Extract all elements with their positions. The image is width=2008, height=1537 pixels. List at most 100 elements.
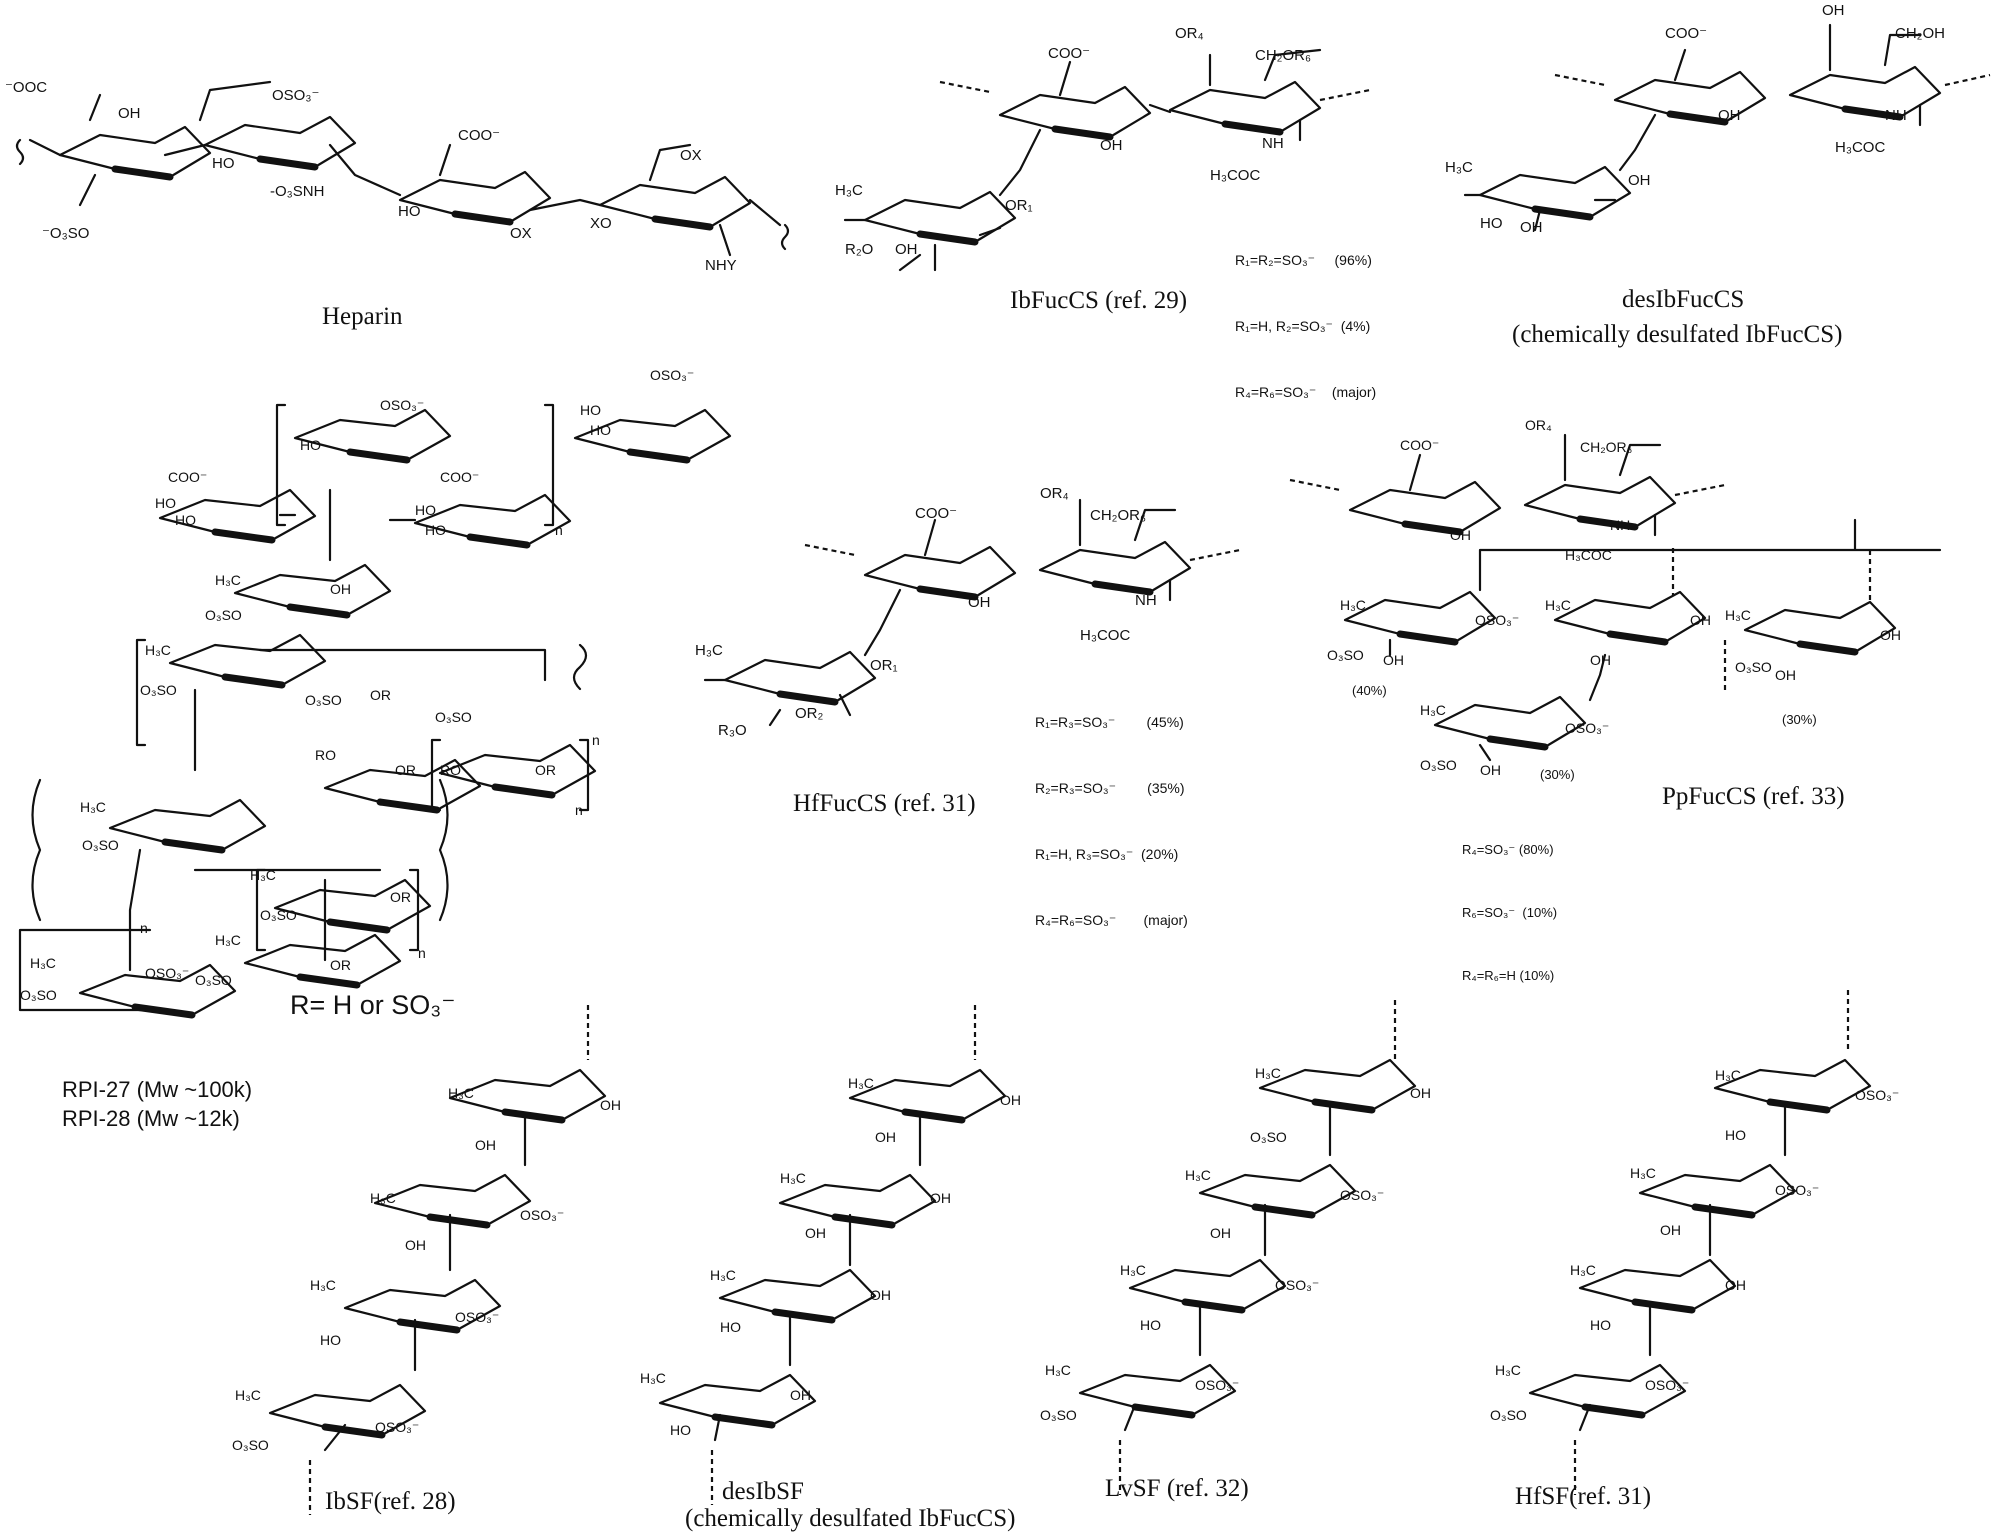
hffuccs-h3c: H₃C	[695, 642, 723, 659]
ppfuccs-oh-6: OH	[1775, 667, 1796, 683]
ibfuccs-nh: NH	[1262, 135, 1284, 152]
desibsf-oh-2: OH	[875, 1129, 896, 1145]
desibsf-h3c: H₃C	[848, 1075, 874, 1091]
ibfuccs-coo: COO⁻	[1048, 45, 1090, 62]
ppfuccs-oh: OH	[1450, 527, 1471, 543]
desibfuccs-ch2oh: CH₂OH	[1895, 25, 1945, 42]
desibsf-oh-4: OH	[805, 1225, 826, 1241]
heparin-ho: HO	[212, 155, 235, 172]
hffuccs-coo: COO⁻	[915, 505, 957, 522]
desibfuccs-oh-4: OH	[1520, 219, 1543, 236]
hfsf-oso3: OSO₃⁻	[1855, 1087, 1899, 1103]
desibfuccs-h3c: H₃C	[1445, 159, 1473, 176]
rpi-or-4: OR	[390, 889, 411, 905]
desibsf-oh-5: OH	[870, 1287, 891, 1303]
rpi-coo-2: COO⁻	[440, 469, 479, 485]
heparin-structure: ⁻OOC OH ⁻O₃SO OSO₃⁻ HO -O₃SNH COO⁻ HO OX…	[5, 79, 790, 274]
rpi-ho-6: HO	[580, 402, 601, 418]
heparin-ox-2: OX	[680, 147, 702, 164]
ppfuccs-h3coc: H₃COC	[1565, 547, 1612, 563]
rpi-o3so: O₃SO	[205, 607, 242, 623]
ppfuccs-branch-pct: (40%)	[1352, 683, 1387, 698]
rpi-or-3: OR	[535, 762, 556, 778]
rpi-oso3-2: OSO₃⁻	[650, 367, 694, 383]
ibsf-oso3-2: OSO₃⁻	[455, 1309, 499, 1325]
ibfuccs-substituents: R₁=R₂=SO₃⁻ (96%) R₁=H, R₂=SO₃⁻ (4%) R₄=R…	[1235, 205, 1376, 425]
rpi-h3c-2: H₃C	[145, 642, 171, 658]
hffuccs-or4: OR₄	[1040, 485, 1069, 502]
rpi-oh: OH	[330, 581, 351, 597]
hffuccs-oh: OH	[968, 594, 991, 611]
ppfuccs-o3so: O₃SO	[1327, 647, 1364, 663]
lvsf-h3c-3: H₃C	[1120, 1262, 1146, 1278]
ppfuccs-h3c-4: H₃C	[1420, 702, 1446, 718]
rpi-o3so-2: O₃SO	[140, 682, 177, 698]
ppfuccs-substituents: R₄=SO₃⁻ (80%) R₆=SO₃⁻ (10%) R₄=R₆=H (10%…	[1462, 797, 1557, 1007]
rpi-n-1: n	[555, 522, 563, 538]
desibsf-h3c-4: H₃C	[640, 1370, 666, 1386]
ibsf-oso3: OSO₃⁻	[520, 1207, 564, 1223]
hffuccs-nh: NH	[1135, 592, 1157, 609]
heparin-coo: COO⁻	[458, 127, 500, 144]
desibfuccs-ho: HO	[1480, 215, 1503, 232]
hfsf-ho-2: HO	[1590, 1317, 1611, 1333]
ppfuccs-o3so-3: O₃SO	[1420, 757, 1457, 773]
ibsf-ho: HO	[320, 1332, 341, 1348]
hffuccs-sub-row: R₁=H, R₃=SO₃⁻ (20%)	[1035, 846, 1179, 862]
ibfuccs-structure: COO⁻ OR₄ CH₂OR₆ OH NH H₃COC H₃C OR₁ R₂O …	[835, 25, 1371, 272]
desibsf-structure: H₃C OH OH H₃C OH OH H₃C OH HO H₃C OH HO	[640, 1005, 1021, 1505]
caption-rpi28: RPI-28 (Mw ~12k)	[62, 1106, 240, 1131]
rpi-structure: COO⁻ HO HO OSO₃⁻ HO COO⁻ HO HO OSO₃⁻ HO …	[18, 367, 730, 1015]
lvsf-oso3: OSO₃⁻	[1340, 1187, 1384, 1203]
rpi-or-2: OR	[395, 762, 416, 778]
rpi-n-4: n	[418, 945, 426, 961]
caption-hfsf: HfSF(ref. 31)	[1515, 1483, 1652, 1510]
heparin-ooc: ⁻OOC	[5, 79, 47, 96]
hfsf-h3c-2: H₃C	[1630, 1165, 1656, 1181]
ppfuccs-coo: COO⁻	[1400, 437, 1439, 453]
hffuccs-substituents: R₁=R₃=SO₃⁻ (45%) R₂=R₃=SO₃⁻ (35%) R₁=H, …	[1035, 667, 1188, 953]
ibsf-oh-2: OH	[475, 1137, 496, 1153]
desibfuccs-nh: NH	[1885, 107, 1907, 124]
ibsf-o3so: O₃SO	[232, 1437, 269, 1453]
hffuccs-ch2or6: CH₂OR₆	[1090, 507, 1146, 524]
desibsf-ho: HO	[720, 1319, 741, 1335]
rpi-h3c-4: H₃C	[250, 867, 276, 883]
ppfuccs-oso3-2: OSO₃⁻	[1565, 720, 1609, 736]
lvsf-ho: HO	[1140, 1317, 1161, 1333]
rpi-oso3: OSO₃⁻	[380, 397, 424, 413]
hffuccs-h3coc: H₃COC	[1080, 627, 1130, 644]
hfsf-h3c-4: H₃C	[1495, 1362, 1521, 1378]
ppfuccs-oso3: OSO₃⁻	[1475, 612, 1519, 628]
r-definition: R= H or SO₃⁻	[290, 990, 456, 1020]
rpi-ho-2: HO	[175, 512, 196, 528]
lvsf-o3so-2: O₃SO	[1040, 1407, 1077, 1423]
rpi-ho-4: HO	[415, 502, 436, 518]
ppfuccs-oh-4: OH	[1590, 652, 1611, 668]
hffuccs-r3o: R₃O	[718, 722, 747, 739]
ppfuccs-oh-5: OH	[1880, 627, 1901, 643]
heparin-xo: XO	[590, 215, 612, 232]
heparin-ho-2: HO	[398, 203, 421, 220]
desibsf-h3c-2: H₃C	[780, 1170, 806, 1186]
desibfuccs-oh-2: OH	[1718, 107, 1741, 124]
ibfuccs-ch2or6: CH₂OR₆	[1255, 47, 1311, 64]
ibfuccs-or4: OR₄	[1175, 25, 1204, 42]
ibfuccs-h3coc: H₃COC	[1210, 167, 1260, 184]
ibsf-h3c: H₃C	[448, 1085, 474, 1101]
ibfuccs-r2o: R₂O	[845, 241, 873, 258]
ppfuccs-branch-pct: (30%)	[1782, 712, 1817, 727]
heparin-ox: OX	[510, 225, 532, 242]
rpi-ho-7: HO	[590, 422, 611, 438]
rpi-o3so-4: O₃SO	[435, 709, 472, 725]
rpi-o3so-6: O₃SO	[260, 907, 297, 923]
desibfuccs-h3coc: H₃COC	[1835, 139, 1885, 156]
hfsf-oh: OH	[1660, 1222, 1681, 1238]
ppfuccs-or4: OR₄	[1525, 417, 1552, 433]
ibfuccs-or1: OR₁	[1005, 197, 1033, 214]
rpi-h3c-6: H₃C	[30, 955, 56, 971]
ppfuccs-branch-pct: (30%)	[1540, 767, 1575, 782]
rpi-coo: COO⁻	[168, 469, 207, 485]
rpi-n-3: n	[575, 802, 583, 818]
